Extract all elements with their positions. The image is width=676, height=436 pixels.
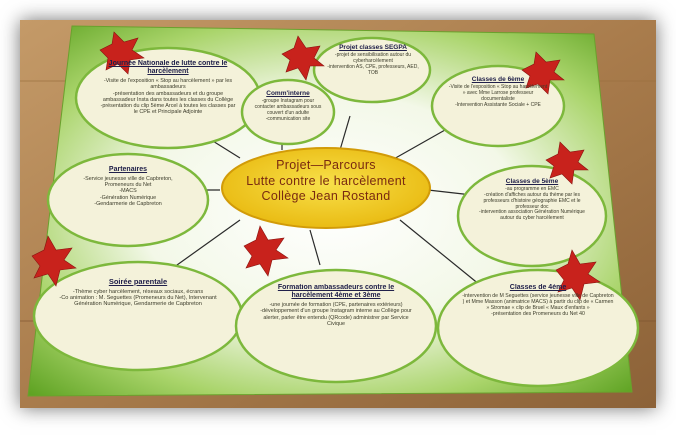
bubble-comminterne (240, 78, 336, 146)
bubble-segpa-text: Projet classes SEGPA -projet de sensibil… (326, 44, 420, 96)
center-title: Projet—Parcours Lutte contre le harcèlem… (232, 158, 420, 205)
bubble-line: -projet de sensibilisation autour du cyb… (334, 52, 412, 65)
bubble-title: Projet classes SEGPA (339, 44, 407, 51)
bubble-line: -Co animation : M. Seguettes (Promeneurs… (59, 295, 217, 308)
bubble-line: -au programme en EMC (505, 186, 559, 193)
bubble-sixieme-text: Classes de 6ème -Visite de l'exposition … (448, 76, 548, 138)
bubble-line: -Intervention Assistante Sociale + CPE (455, 101, 541, 108)
bubble-line: -développement d'un groupe Instagram int… (260, 308, 412, 327)
starburst-4 (545, 141, 589, 185)
starburst-2 (281, 35, 325, 81)
bubble-line: -groupe Instagram pour contacter ambassa… (254, 98, 322, 116)
bubble-line: -intervention AS, CPE, professeurs, AED,… (327, 63, 419, 76)
bubble-line: -intervention de M Seguettes (service je… (462, 293, 614, 311)
bubble-line: -Visite de l'exposition « Stop au harcèl… (103, 78, 233, 91)
bubble-partenaires-text: Partenaires -Service jeunesse ville de C… (68, 166, 188, 236)
bubble-line: -Service jeunesse ville de Capbreton, Pr… (83, 176, 173, 189)
bubble-title: Comm'interne (266, 90, 310, 97)
bubble-quatrieme (436, 268, 640, 388)
starburst-3 (521, 51, 565, 95)
bubble-segpa (312, 36, 432, 104)
bubble-line: -MACS (119, 188, 137, 195)
photo-frame: Projet—Parcours Lutte contre le harcèlem… (20, 20, 656, 408)
bubble-title: Partenaires (108, 166, 148, 173)
bubble-title: Soirée parentale (108, 278, 168, 286)
center-ellipse (221, 147, 431, 229)
starburst-1 (99, 31, 145, 75)
bubble-cinquieme (456, 164, 608, 268)
poster-photo (20, 20, 656, 408)
starburst-7 (555, 249, 601, 301)
bubble-line: -Visite de l'exposition « Stop au harcèl… (448, 84, 548, 102)
bubble-line: -intervention association Génération Num… (479, 209, 585, 222)
bubble-line: -une journée de formation (CPE, partenai… (269, 302, 403, 309)
bubble-line: -présentation du clip 5ème Arcel à toute… (100, 102, 236, 116)
bubble-title: Journée Nationale de lutte contre le har… (108, 60, 228, 76)
bubble-line: -création d'affiches autour du thème par… (483, 192, 581, 210)
bubble-line: -présentation des ambassadeurs et du gro… (102, 90, 234, 103)
bubble-title: Classes de 4ème (509, 284, 567, 291)
bubble-soiree-text: Soirée parentale -Thème cyber harcèlemen… (58, 278, 218, 358)
center-line: Projet—Parcours (276, 158, 376, 172)
bubble-title: Classes de 6ème (471, 76, 525, 83)
bubble-title: Classes de 5ème (505, 178, 559, 185)
bubble-formation (234, 268, 438, 384)
bubble-line: -présentation des Promeneurs du Net 40 (491, 310, 585, 317)
center-line: Collège Jean Rostand (261, 189, 391, 204)
center-line: Lutte contre le harcèlement (246, 173, 406, 188)
starburst-6 (243, 225, 289, 277)
bubble-line: -Thème cyber harcèlement, réseaux sociau… (72, 288, 204, 295)
bubble-line: -Génération Numérique (99, 194, 157, 201)
bubble-quatrieme-text: Classes de 4ème -intervention de M Segue… (462, 284, 614, 374)
starburst-5 (31, 235, 77, 287)
bubble-title: Formation ambassadeurs contre le harcèle… (277, 284, 395, 300)
bubble-line: -communication site (265, 115, 311, 122)
bubble-comminterne-text: Comm'interne -groupe Instagram pour cont… (254, 90, 322, 136)
bubble-journee-text: Journée Nationale de lutte contre le har… (98, 60, 238, 140)
bubble-partenaires (46, 152, 210, 248)
bubble-line: -Gendarmerie de Capbreton (94, 200, 162, 207)
bubble-cinquieme-text: Classes de 5ème -au programme en EMC -cr… (476, 178, 588, 254)
bubble-formation-text: Formation ambassadeurs contre le harcèle… (260, 284, 412, 370)
